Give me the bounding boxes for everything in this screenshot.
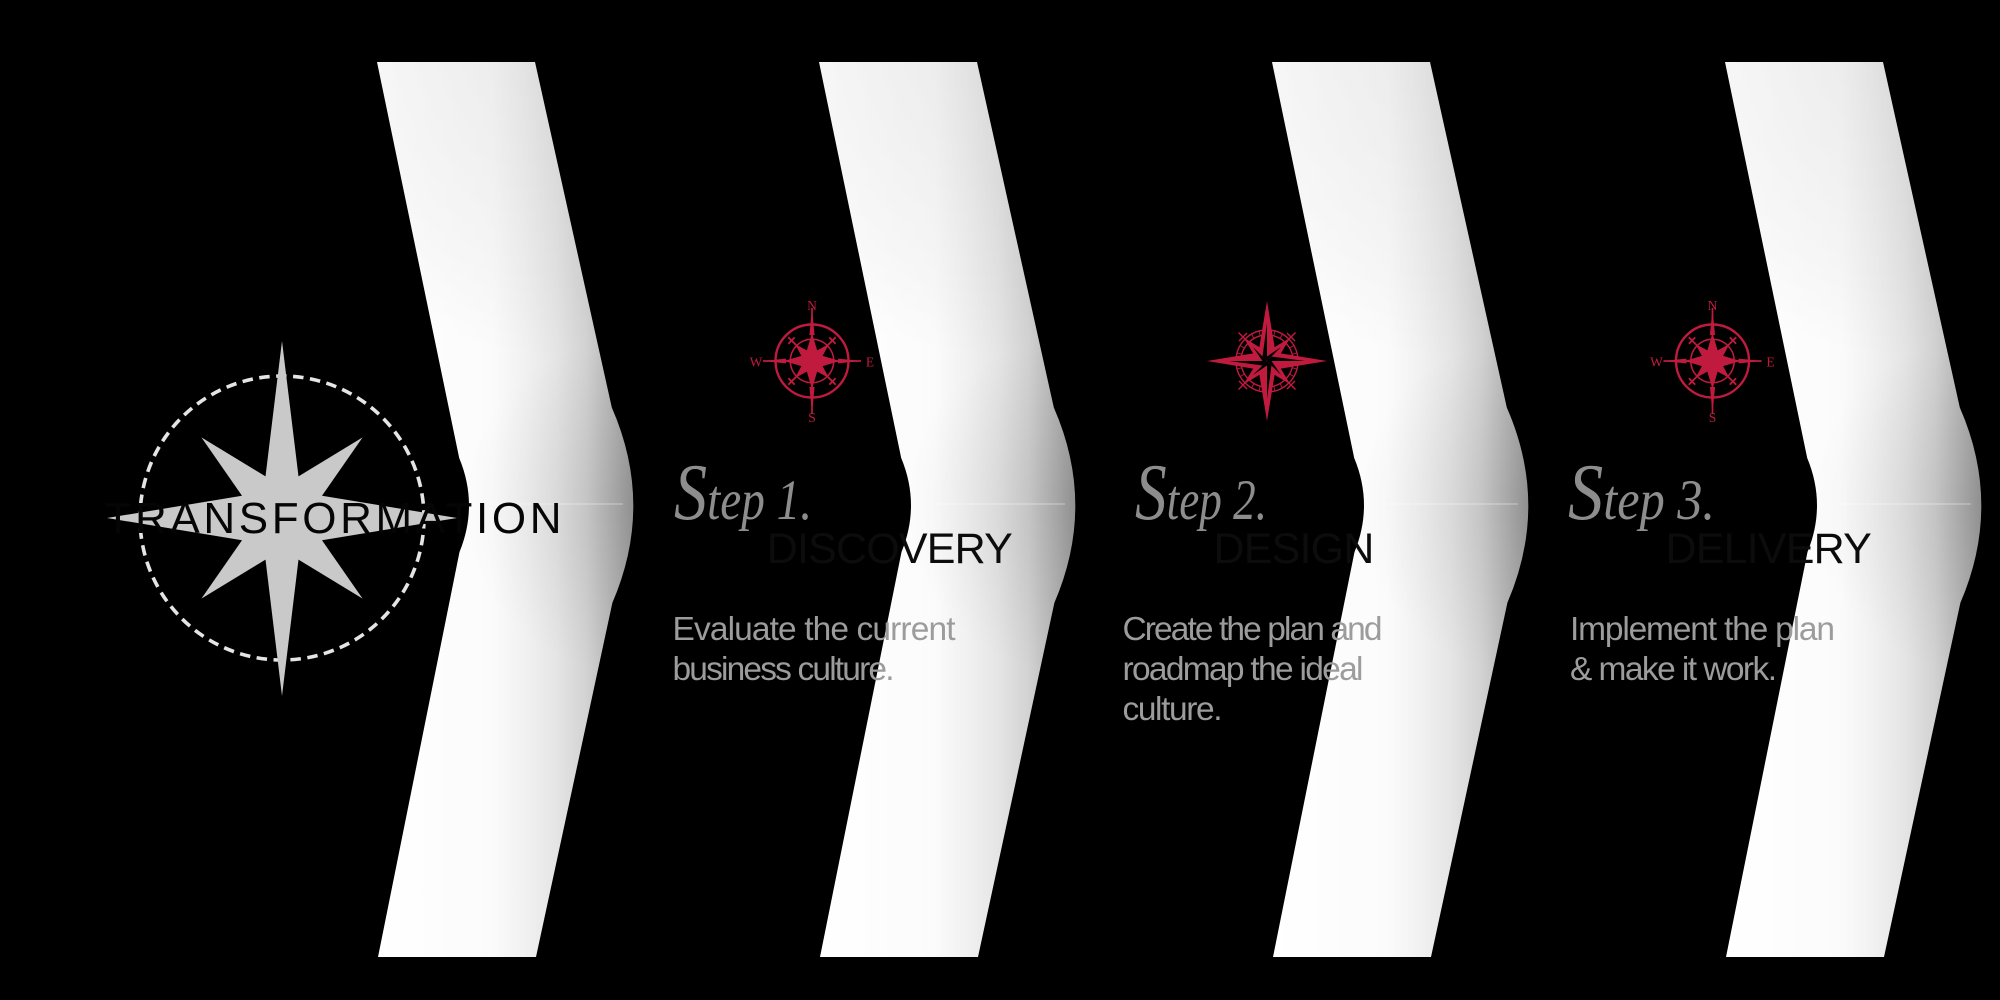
svg-text:culture.: culture.: [1123, 691, 1223, 728]
svg-text:TRANSFORMATION: TRANSFORMATION: [105, 494, 562, 543]
svg-text:DELIVERY: DELIVERY: [1665, 525, 1871, 573]
svg-text:roadmap the ideal: roadmap the ideal: [1123, 651, 1364, 688]
svg-text:W: W: [750, 355, 763, 370]
svg-text:Step 1.: Step 1.: [674, 449, 812, 537]
svg-text:Step 3.: Step 3.: [1568, 449, 1715, 537]
svg-text:Evaluate the current: Evaluate the current: [673, 611, 957, 648]
svg-text:N: N: [807, 298, 817, 313]
svg-text:S: S: [808, 410, 816, 425]
svg-text:Create the plan and: Create the plan and: [1123, 611, 1383, 648]
svg-text:DISCOVERY: DISCOVERY: [767, 525, 1012, 573]
svg-text:E: E: [866, 355, 874, 370]
svg-text:Implement the plan: Implement the plan: [1570, 611, 1835, 648]
svg-text:DESIGN: DESIGN: [1213, 525, 1373, 573]
svg-text:business culture.: business culture.: [673, 651, 895, 688]
svg-text:& make it work.: & make it work.: [1570, 651, 1777, 688]
svg-text:Step 2.: Step 2.: [1135, 449, 1267, 537]
